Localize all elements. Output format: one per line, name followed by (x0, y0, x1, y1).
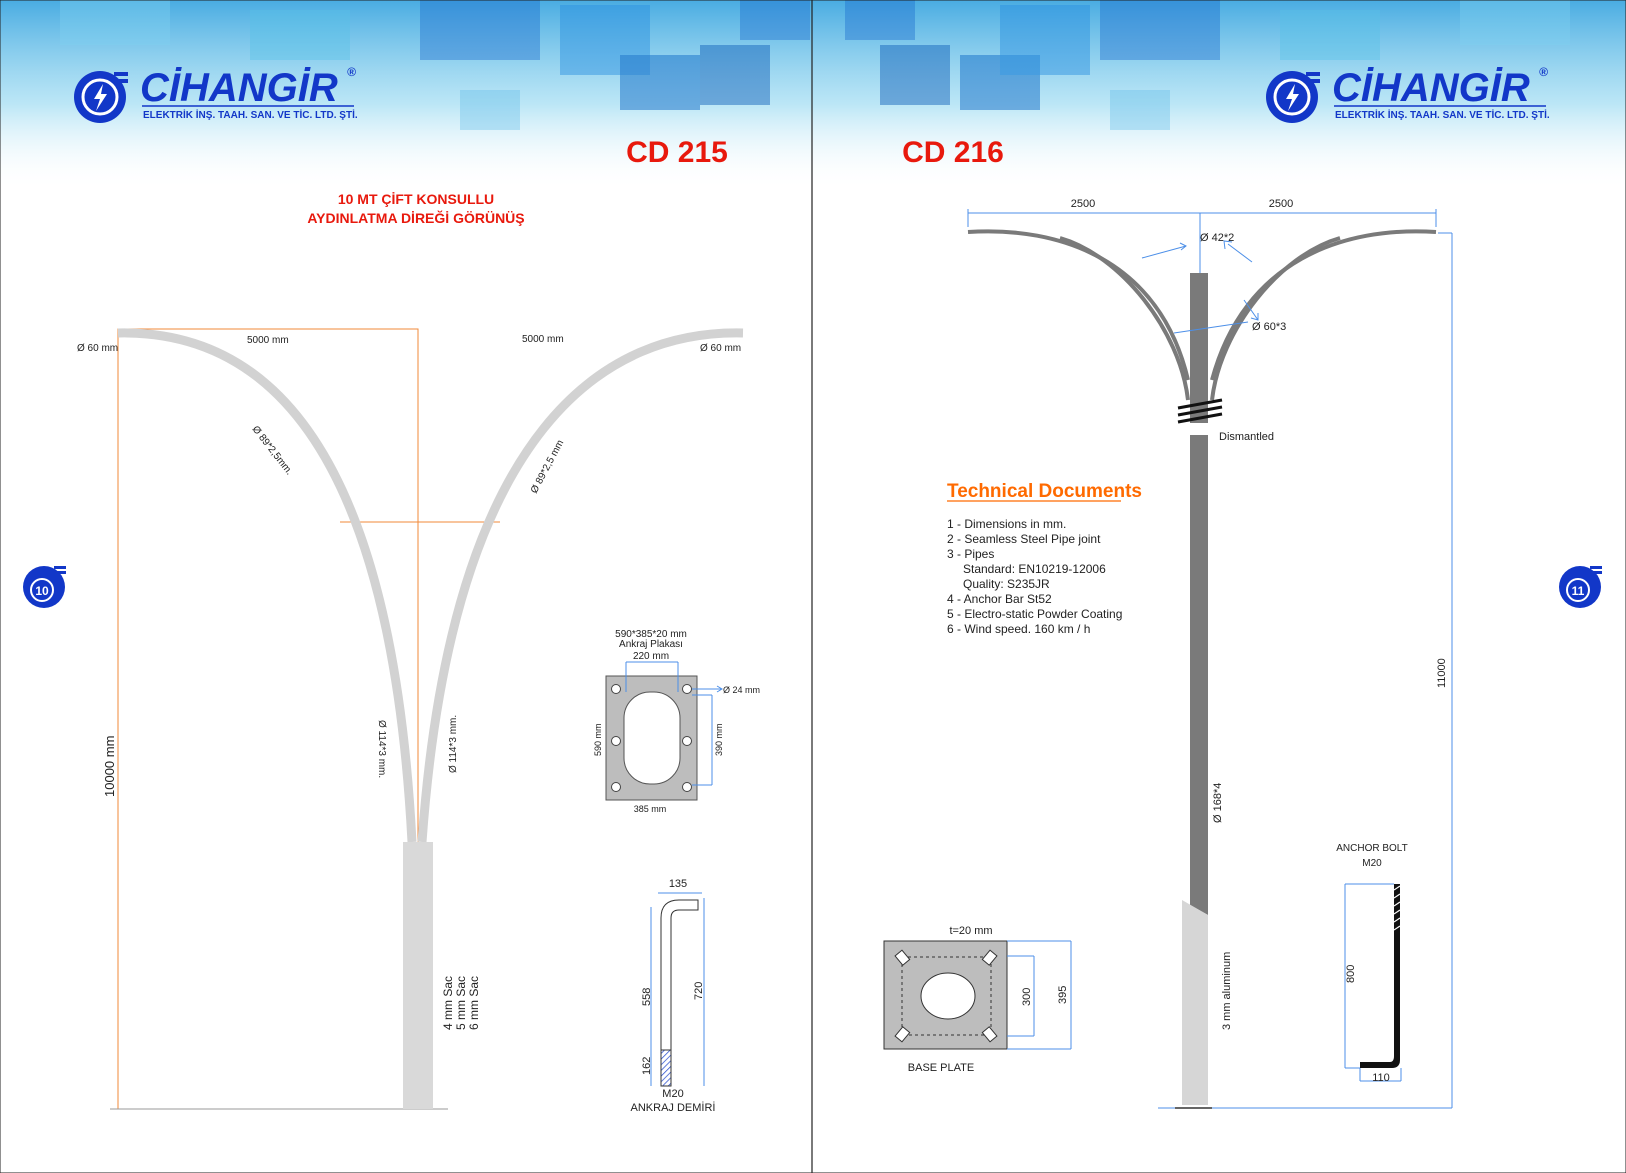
anchor-plate-drawing: 590*385*20 mm Ankraj Plakası 220 mm Ø 24… (593, 629, 760, 814)
base-plate-thickness: t=20 mm (949, 925, 992, 937)
anchor-outer-dim: 720 (693, 982, 705, 1000)
anchor-bolt-length: 800 (1345, 965, 1357, 983)
anchor-bolt-foot: 110 (1372, 1072, 1390, 1084)
brand-subtitle: ELEKTRİK İNŞ. TAAH. SAN. VE TİC. LTD. ŞT… (143, 108, 358, 121)
mid-pipe-label: Ø 60*3 (1252, 321, 1286, 333)
plate-subtitle: Ankraj Plakası (619, 639, 683, 650)
brand-name: CİHANGİR (140, 66, 338, 110)
dismantled-label: Dismantled (1219, 431, 1274, 443)
page-number-right: 11 (1559, 566, 1602, 608)
tip-left-label: Ø 60 mm (77, 343, 118, 354)
tip-right-label: Ø 60 mm (700, 343, 741, 354)
base-plate-drawing: t=20 mm 300 395 BASE PLATE (883, 925, 1072, 1074)
brand-name: CİHANGİR (1332, 66, 1530, 110)
anchor-bolt-drawing: ANCHOR BOLT M20 800 110 (1336, 843, 1408, 1084)
doc-line: 3 - Pipes (947, 547, 994, 561)
right-arm (417, 328, 744, 843)
page-number-left: 10 (23, 566, 66, 608)
doc-line: 6 - Wind speed. 160 km / h (947, 622, 1090, 636)
plate-hole-label: Ø 24 mm (723, 685, 760, 695)
brand-subtitle: ELEKTRİK İNŞ. TAAH. SAN. VE TİC. LTD. ŞT… (1335, 108, 1550, 121)
top-pipe-label: Ø 42*2 (1200, 232, 1234, 244)
page-number-label: 11 (1572, 584, 1585, 598)
base-plate-name: BASE PLATE (908, 1062, 974, 1074)
span-right-dim: 2500 (1269, 198, 1293, 210)
header-banner (0, 0, 1626, 190)
anchor-name: ANKRAJ DEMİRİ (631, 1101, 716, 1114)
arm-lower-left-label: Ø 114*3 mm. (376, 720, 387, 778)
cd216-pole-drawing (967, 209, 1453, 1109)
anchor-rod-drawing: 135 558 720 162 M20 ANKRAJ DEMİRİ (631, 878, 716, 1114)
lightning-logo-icon (1266, 71, 1320, 123)
anchor-thread-dim: 162 (641, 1057, 653, 1075)
anchor-size: M20 (662, 1088, 683, 1100)
aluminum-label: 3 mm aluminum (1221, 952, 1233, 1030)
arm-lower-right-label: Ø 114*3 mm. (448, 715, 459, 773)
model-title-right: CD 216 (902, 136, 1004, 169)
doc-line: 1 - Dimensions in mm. (947, 517, 1066, 531)
base-plate-inner: 300 (1021, 988, 1033, 1006)
doc-line: 5 - Electro-static Powder Coating (947, 607, 1122, 621)
doc-line: Quality: S235JR (963, 577, 1050, 591)
registered-mark: ® (347, 65, 356, 79)
plate-inner-width: 220 mm (633, 651, 669, 662)
technical-documents: Technical Documents 1 - Dimensions in mm… (947, 481, 1142, 636)
drawing-title-line2: AYDINLATMA DİREĞİ GÖRÜNÜŞ (307, 209, 524, 226)
doc-line: 2 - Seamless Steel Pipe joint (947, 532, 1101, 546)
docs-title: Technical Documents (947, 481, 1142, 502)
doc-line: 4 - Anchor Bar St52 (947, 592, 1052, 606)
logo-left: CİHANGİR ® ELEKTRİK İNŞ. TAAH. SAN. VE T… (74, 65, 358, 123)
base-plate-outer: 395 (1057, 986, 1069, 1004)
model-title-left: CD 215 (626, 136, 728, 169)
main-pipe-label: Ø 168*4 (1212, 783, 1224, 823)
plate-outer-height: 590 mm (593, 723, 603, 756)
sac-4-label: 4 mm Sac (441, 976, 455, 1030)
upper-pole (1190, 273, 1208, 423)
plate-inner-height: 390 mm (714, 723, 724, 756)
sac-6-label: 6 mm Sac (467, 976, 481, 1030)
anchor-bolt-size: M20 (1362, 858, 1382, 869)
main-pole (1190, 435, 1208, 915)
left-arm (117, 328, 417, 843)
span-left-label: 5000 mm (247, 335, 289, 346)
pole-base (403, 842, 433, 1109)
cd215-pole-drawing (110, 328, 744, 1110)
span-left-dim: 2500 (1071, 198, 1095, 210)
anchor-inner-dim: 558 (641, 988, 653, 1006)
height-label: 10000 mm (102, 736, 117, 797)
anchor-top-dim: 135 (669, 878, 687, 890)
sac-5-label: 5 mm Sac (454, 976, 468, 1030)
anchor-bolt-name: ANCHOR BOLT (1336, 843, 1408, 854)
doc-line: Standard: EN10219-12006 (963, 562, 1106, 576)
height-dim: 11000 (1436, 658, 1448, 688)
span-right-label: 5000 mm (522, 334, 564, 345)
lightning-logo-icon (74, 71, 128, 123)
plate-title: 590*385*20 mm (615, 629, 687, 640)
page-number-label: 10 (35, 584, 49, 598)
logo-right: CİHANGİR ® ELEKTRİK İNŞ. TAAH. SAN. VE T… (1266, 65, 1550, 123)
drawing-title-line1: 10 MT ÇİFT KONSULLU (338, 191, 494, 207)
registered-mark: ® (1539, 65, 1548, 79)
arm-upper-left-label: Ø 89*2,5mm. (250, 424, 295, 477)
aluminum-base (1182, 900, 1208, 1105)
plate-outer-width: 385 mm (634, 804, 667, 814)
